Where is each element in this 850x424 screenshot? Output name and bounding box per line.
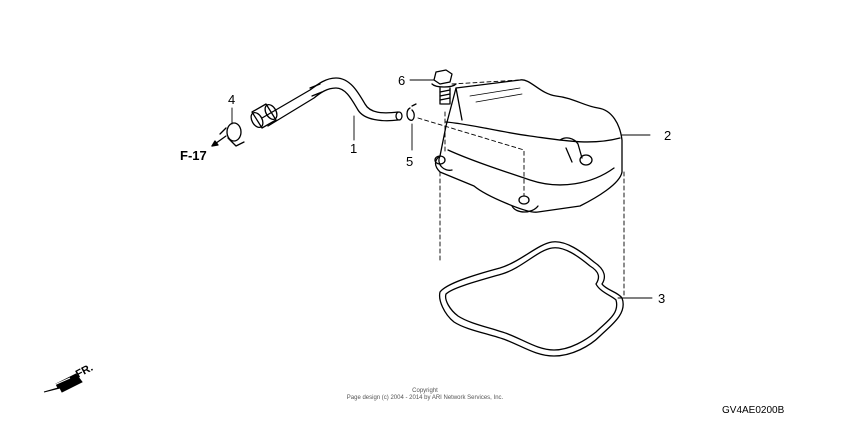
guide-lines <box>417 79 625 297</box>
head-cover <box>434 79 623 213</box>
breather-tube <box>250 77 403 129</box>
tube-clip <box>219 122 245 147</box>
callout-2: 2 <box>664 128 671 143</box>
front-direction-label: FR. <box>74 362 95 381</box>
copyright-notice: Page design (c) 2004 - 2014 by ARI Netwo… <box>346 395 504 401</box>
callout-6: 6 <box>398 73 405 88</box>
callout-1: 1 <box>350 141 357 156</box>
callout-4: 4 <box>228 92 235 107</box>
front-direction-arrow <box>43 373 83 393</box>
flange-bolt <box>431 69 457 105</box>
callout-3: 3 <box>658 291 665 306</box>
head-cover-gasket <box>438 241 624 357</box>
copyright-heading: Copyright <box>412 388 438 394</box>
reference-label: F-17 <box>180 148 207 163</box>
diagram-code: GV4AE0200B <box>722 405 785 416</box>
callout-5: 5 <box>406 154 413 169</box>
small-clip <box>406 103 417 121</box>
leader-lines <box>231 79 653 299</box>
